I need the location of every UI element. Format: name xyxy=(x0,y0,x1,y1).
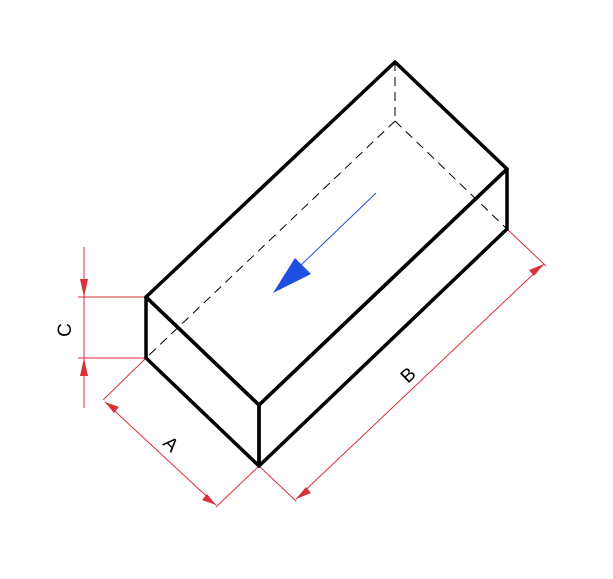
dimension-label-a: A xyxy=(159,433,183,457)
direction-arrow-head xyxy=(273,258,311,293)
extension-line-shared xyxy=(215,465,260,508)
dimension-label-c: C xyxy=(55,323,76,337)
box-top-face xyxy=(144,60,509,407)
dimension-lines xyxy=(78,228,547,508)
extension-line-b-near xyxy=(258,465,297,502)
arrowhead-c-bottom xyxy=(80,358,88,376)
dimension-line-a xyxy=(104,401,217,506)
hidden-edges xyxy=(145,62,508,359)
dimension-arrowheads xyxy=(80,264,544,505)
hidden-edge-back-left xyxy=(145,120,396,359)
box-side-face xyxy=(257,167,509,468)
hidden-edge-back-right xyxy=(394,120,508,230)
extension-line-b-far xyxy=(506,228,547,267)
arrowhead-a-start xyxy=(105,402,119,413)
arrowhead-b-end xyxy=(529,264,544,276)
direction-arrow-shaft xyxy=(299,192,377,267)
direction-arrow-icon xyxy=(273,192,377,293)
arrowhead-a-end xyxy=(202,494,216,505)
visible-edges xyxy=(144,60,509,468)
arrowhead-b-start xyxy=(296,487,311,499)
extension-line-a-left xyxy=(102,357,147,401)
box-front-face xyxy=(144,295,261,468)
dimension-line-b xyxy=(295,263,545,500)
arrowhead-c-top xyxy=(80,279,88,297)
